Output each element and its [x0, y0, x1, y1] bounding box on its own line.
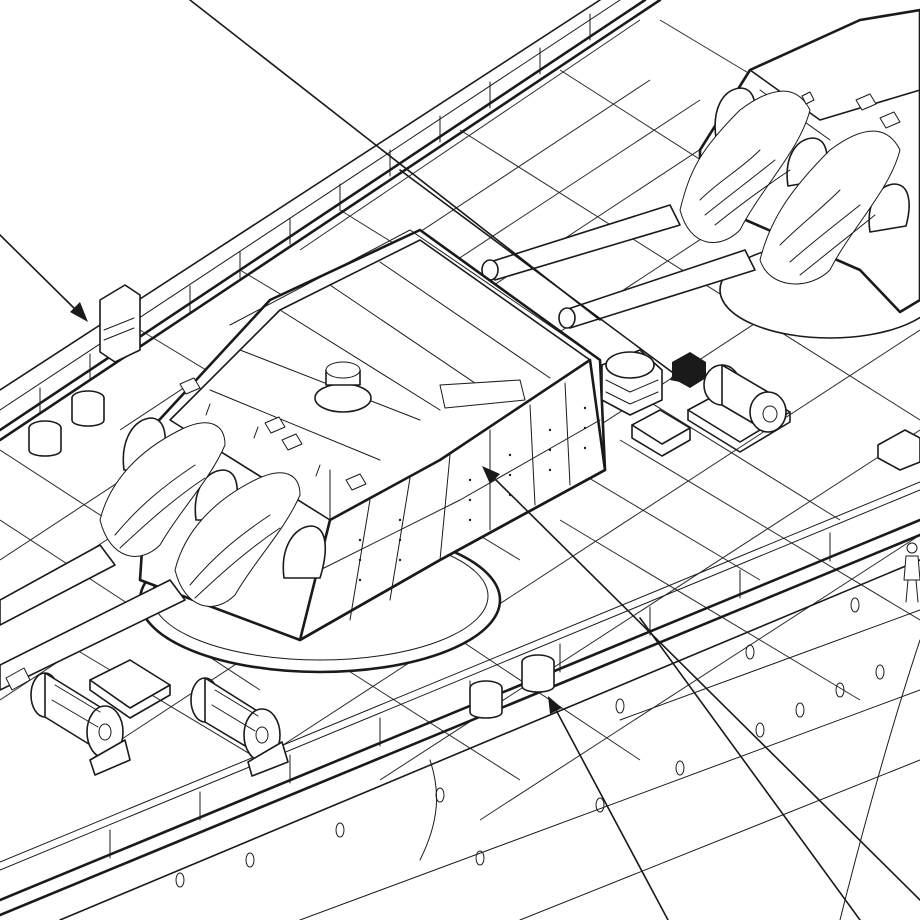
turret-roof-hatch — [314, 361, 372, 413]
callout-leader-deck-hatch — [0, 234, 88, 322]
deck-hatch-upper-left — [99, 284, 141, 363]
mooring-bollard — [28, 390, 555, 719]
deck-hatch — [631, 409, 691, 457]
ventilator — [601, 349, 663, 416]
cable-reel — [190, 677, 289, 777]
aft-main-gun-turret — [481, 8, 920, 339]
callout-leader-electric-motor — [399, 169, 690, 384]
deck-hatch — [89, 659, 171, 719]
callout-leader-turret-armor — [482, 466, 920, 901]
crew-figure — [903, 542, 920, 603]
electric-motor — [672, 352, 791, 453]
starboard-hull-side — [0, 481, 920, 920]
hull-portholes — [175, 597, 885, 888]
deck-hatch — [877, 429, 920, 471]
forward-main-gun-turret — [0, 228, 607, 691]
armor-rivets — [358, 406, 587, 582]
cable-reel — [30, 672, 131, 776]
callout-leader-railing — [639, 617, 861, 920]
callout-leader-turret-roof — [189, 0, 601, 321]
callout-leader-bollard — [548, 696, 669, 920]
deck-fittings — [5, 91, 901, 691]
